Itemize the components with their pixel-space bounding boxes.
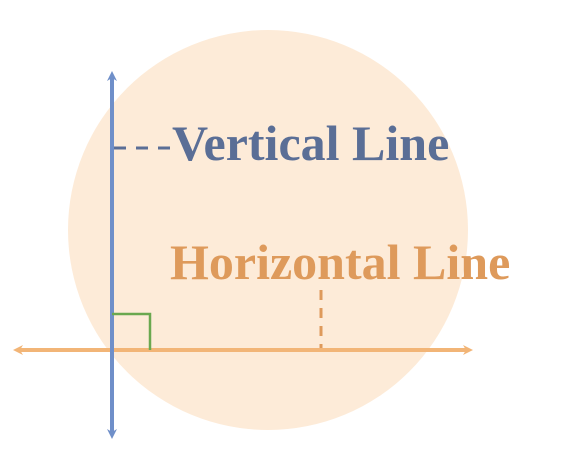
vertical-line-label: Vertical Line: [172, 115, 449, 171]
background-circle: [68, 30, 468, 430]
right-angle-marker: [112, 312, 152, 350]
horizontal-line-label: Horizontal Line: [170, 234, 510, 290]
